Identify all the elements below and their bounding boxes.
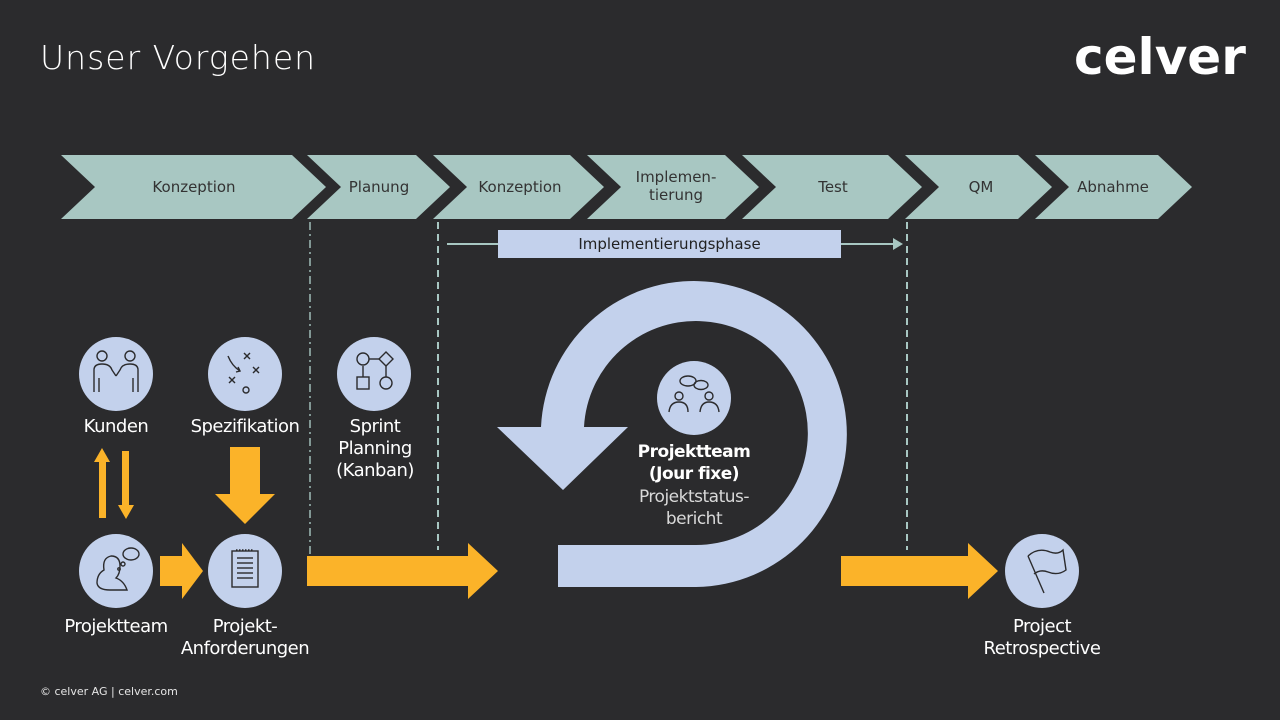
phase-label: Planung xyxy=(349,178,409,196)
phase-label-line: Test xyxy=(817,178,848,196)
circle-jourfixe xyxy=(657,361,731,435)
chevron-implementierung xyxy=(587,155,759,219)
phase-label-line: Konzeption xyxy=(152,178,235,196)
label-kunden: Kunden xyxy=(83,416,149,437)
circle-projektteam xyxy=(79,534,153,608)
footer-copyright: © celver AG | celver.com xyxy=(40,685,178,698)
phase-label-line: Konzeption xyxy=(478,178,561,196)
up-arrow-kunden xyxy=(94,448,110,518)
thinking-person-icon xyxy=(96,547,140,591)
chevron-test xyxy=(742,155,922,219)
right-arrow-retro xyxy=(841,543,998,599)
celver-logo: celver xyxy=(1074,28,1246,86)
chevron-konzeption-1 xyxy=(61,155,326,219)
handshake-icon xyxy=(93,350,139,392)
down-arrow-spezifikation xyxy=(215,447,275,524)
chevron-abnahme xyxy=(1035,155,1192,219)
circle-spezifikation xyxy=(208,337,282,411)
phase-labels: Konzeption Planung Konzeption Implemen-t… xyxy=(152,168,1148,204)
label-jour-fixe: Projektteam (Jour fixe) xyxy=(637,442,751,484)
phase-label-line: Implemen- xyxy=(636,168,717,186)
phase-label: Implemen-tierung xyxy=(636,168,717,204)
flowchart-icon xyxy=(356,351,394,390)
label-projekt-anforderungen: Projekt- Anforderungen xyxy=(180,616,310,659)
phase-label: QM xyxy=(969,178,994,196)
chevron-konzeption-2 xyxy=(433,155,604,219)
phase-label: Konzeption xyxy=(478,178,561,196)
circle-anforderungen xyxy=(208,534,282,608)
label-sprint-planning: Sprint Planning (Kanban) xyxy=(336,416,414,481)
iteration-cycle-arrow xyxy=(497,281,847,587)
phase-label: Konzeption xyxy=(152,178,235,196)
team-meeting-icon xyxy=(668,375,720,413)
right-arrow-planning xyxy=(307,543,498,599)
phase-label-line: Planung xyxy=(349,178,409,196)
phase-label: Abnahme xyxy=(1077,178,1149,196)
implementierungsphase-bar: Implementierungsphase xyxy=(498,230,841,258)
phase-label: Test xyxy=(817,178,848,196)
phase-label-line: Abnahme xyxy=(1077,178,1149,196)
chevron-qm xyxy=(905,155,1052,219)
strategy-icon xyxy=(227,352,260,394)
circle-sprint xyxy=(337,337,411,411)
phase-span-arrowhead xyxy=(893,238,903,250)
phase-label-line: QM xyxy=(969,178,994,196)
down-arrow-kunden xyxy=(118,451,134,519)
flow-arrows xyxy=(94,447,998,599)
label-retrospective: Project Retrospective xyxy=(983,616,1101,659)
chevron-planung xyxy=(307,155,450,219)
label-spezifikation: Spezifikation xyxy=(190,416,300,437)
document-icon xyxy=(231,549,259,588)
page-title: Unser Vorgehen xyxy=(40,38,317,77)
flag-icon xyxy=(1027,548,1067,594)
phase-chevrons xyxy=(61,155,1192,219)
label-projektteam: Projektteam xyxy=(64,616,168,637)
label-statusbericht: Projektstatus- bericht xyxy=(638,487,750,529)
circle-kunden xyxy=(79,337,153,411)
right-arrow-projektteam xyxy=(160,543,203,599)
phase-label-line: tierung xyxy=(649,186,703,204)
